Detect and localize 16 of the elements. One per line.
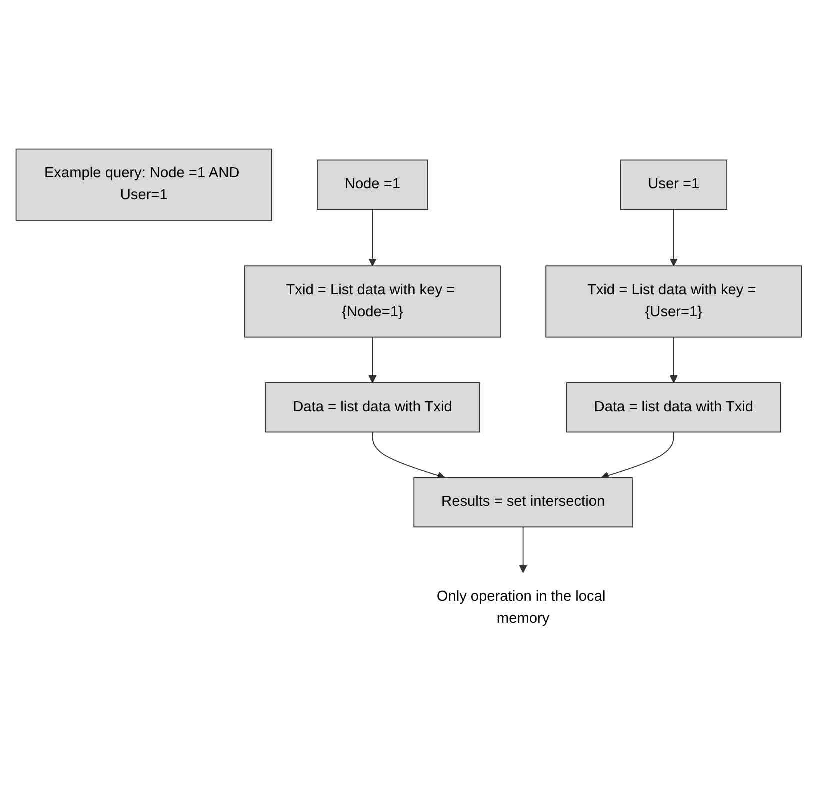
node-box: Results = set intersection [414,477,633,528]
arrow [601,432,674,480]
node-box: Data = list data with Txid [566,382,782,433]
node-box: Txid = List data with key = {User=1} [546,266,802,338]
node-box: Example query: Node =1 AND User=1 [16,148,272,221]
node-box: User =1 [620,160,728,210]
arrow [372,432,446,480]
node-box: Node =1 [317,160,428,210]
arrow [519,526,528,574]
node-text: Only operation in the local memory [436,589,606,627]
arrow [368,336,377,384]
arrow [670,208,678,266]
arrow [670,336,678,384]
arrow [368,208,377,266]
node-box: Data = list data with Txid [265,382,480,433]
node-box: Txid = List data with key = {Node=1} [244,266,501,338]
